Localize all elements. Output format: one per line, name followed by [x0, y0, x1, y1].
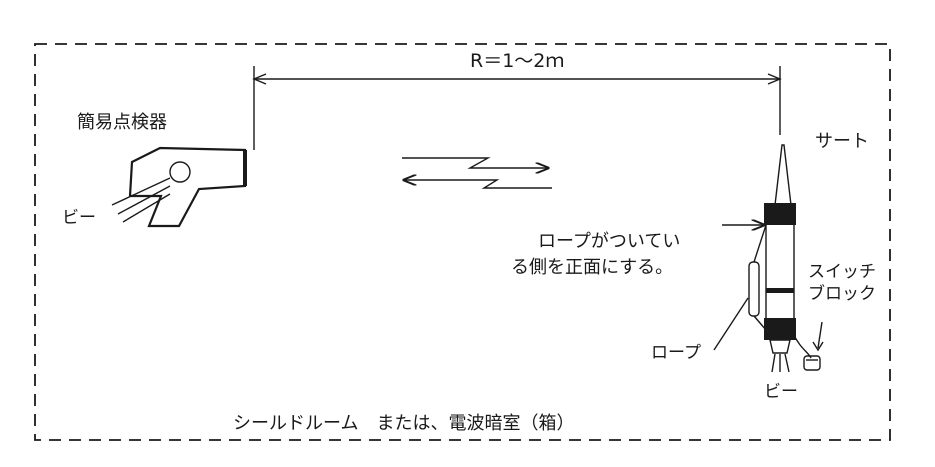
tester-beep-label: ビー: [62, 208, 96, 228]
enclosure-label: シールドルーム または、電波暗室（箱）: [233, 413, 574, 434]
device-beep-lines: [771, 353, 790, 373]
device-beep-label: ビー: [764, 382, 798, 402]
tester-body: [128, 146, 247, 228]
signal-arrow-right: [402, 157, 548, 168]
shield-room-boundary: [34, 43, 891, 441]
instruction-note: ロープがついてい る側を正面にする。: [511, 225, 764, 278]
sart-lower-band: [764, 318, 796, 340]
rope: [748, 261, 760, 317]
device-name-label: サート: [815, 131, 869, 152]
simple-tester: 簡易点検器 ビー: [62, 112, 247, 228]
switch-block-pointer: [817, 321, 823, 349]
tester-title: 簡易点検器: [77, 112, 167, 133]
switch-block: [803, 355, 821, 371]
distance-label: R＝1～2ｍ: [470, 50, 564, 72]
signal-arrow-left: [404, 180, 552, 189]
switch-block-label-line2: ブロック: [808, 283, 876, 304]
rope-label: ロープ: [651, 343, 701, 363]
sart-base: [769, 339, 791, 354]
tester-beep-lines: [111, 177, 171, 223]
distance-dimension: R＝1～2ｍ: [252, 50, 782, 150]
instruction-line1: ロープがついてい: [538, 231, 680, 252]
sart-device: サート ビー ロープ スイッチ ブロック: [651, 131, 876, 402]
switch-block-cord: [793, 334, 812, 359]
tester-speaker-icon: [169, 161, 191, 183]
sart-upper-band: [764, 203, 796, 225]
sart-mid-band: [766, 288, 794, 293]
switch-block-label-line1: スイッチ: [808, 262, 876, 282]
rope-pointer: [713, 297, 749, 351]
signal-arrows: [402, 157, 552, 189]
sart-antenna: [774, 144, 792, 206]
instruction-line2: る側を正面にする。: [511, 257, 673, 278]
